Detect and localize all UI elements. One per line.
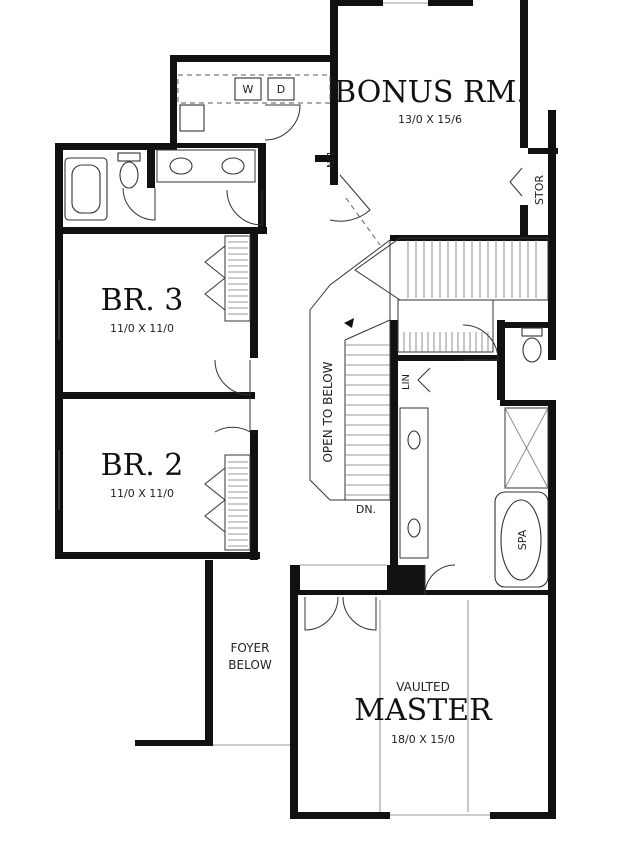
bifold-doors bbox=[204, 167, 523, 533]
linen-lower-label: LIN bbox=[401, 374, 412, 390]
master-name: MASTER bbox=[354, 693, 493, 728]
br2-name: BR. 2 bbox=[101, 448, 184, 483]
linen-upper-label: LIN bbox=[324, 152, 335, 168]
foyer-label-line2: BELOW bbox=[228, 658, 272, 672]
stair-arrow-icon bbox=[344, 318, 354, 328]
master-size: 18/0 X 15/0 bbox=[391, 733, 455, 746]
doors bbox=[122, 104, 499, 631]
stair-down-label: DN. bbox=[356, 503, 376, 516]
storage-label: STOR bbox=[533, 175, 546, 205]
bonus-room-size: 13/0 X 15/6 bbox=[398, 113, 462, 126]
foyer-label-line1: FOYER bbox=[231, 641, 270, 655]
washer-label: W bbox=[243, 83, 254, 96]
bonus-room-name: BONUS RM. bbox=[334, 75, 526, 110]
br3-size: 11/0 X 11/0 bbox=[110, 322, 174, 335]
master-prefix: VAULTED bbox=[396, 680, 450, 694]
fixtures bbox=[64, 74, 549, 588]
windows-and-details bbox=[58, 2, 490, 816]
room-labels: BONUS RM. 13/0 X 15/6 BR. 3 11/0 X 11/0 … bbox=[101, 75, 546, 746]
dryer-label: D bbox=[277, 83, 285, 96]
open-to-below-label: OPEN TO BELOW bbox=[321, 361, 335, 462]
spa-label: SPA bbox=[516, 529, 529, 550]
br3-name: BR. 3 bbox=[101, 283, 184, 318]
stair-upper bbox=[354, 237, 549, 301]
br2-size: 11/0 X 11/0 bbox=[110, 487, 174, 500]
stair-main bbox=[309, 239, 391, 501]
